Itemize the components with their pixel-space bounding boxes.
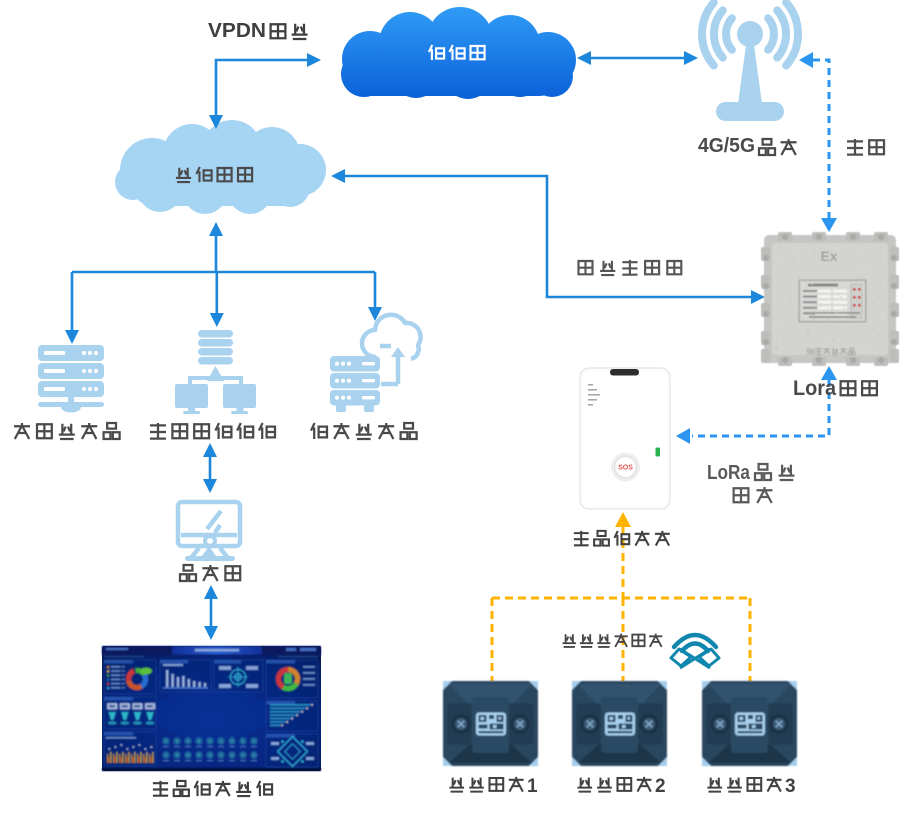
svg-text:2: 2 xyxy=(655,776,666,797)
svg-text:SOS: SOS xyxy=(618,465,633,472)
svg-text:3: 3 xyxy=(785,776,796,797)
svg-text:Lora: Lora xyxy=(793,377,836,400)
svg-text:1: 1 xyxy=(527,776,538,797)
svg-text:Ex: Ex xyxy=(820,248,837,264)
svg-text:VPDN: VPDN xyxy=(208,20,266,42)
svg-text:4G/5G: 4G/5G xyxy=(698,135,755,157)
svg-text:LoRa: LoRa xyxy=(707,462,751,484)
